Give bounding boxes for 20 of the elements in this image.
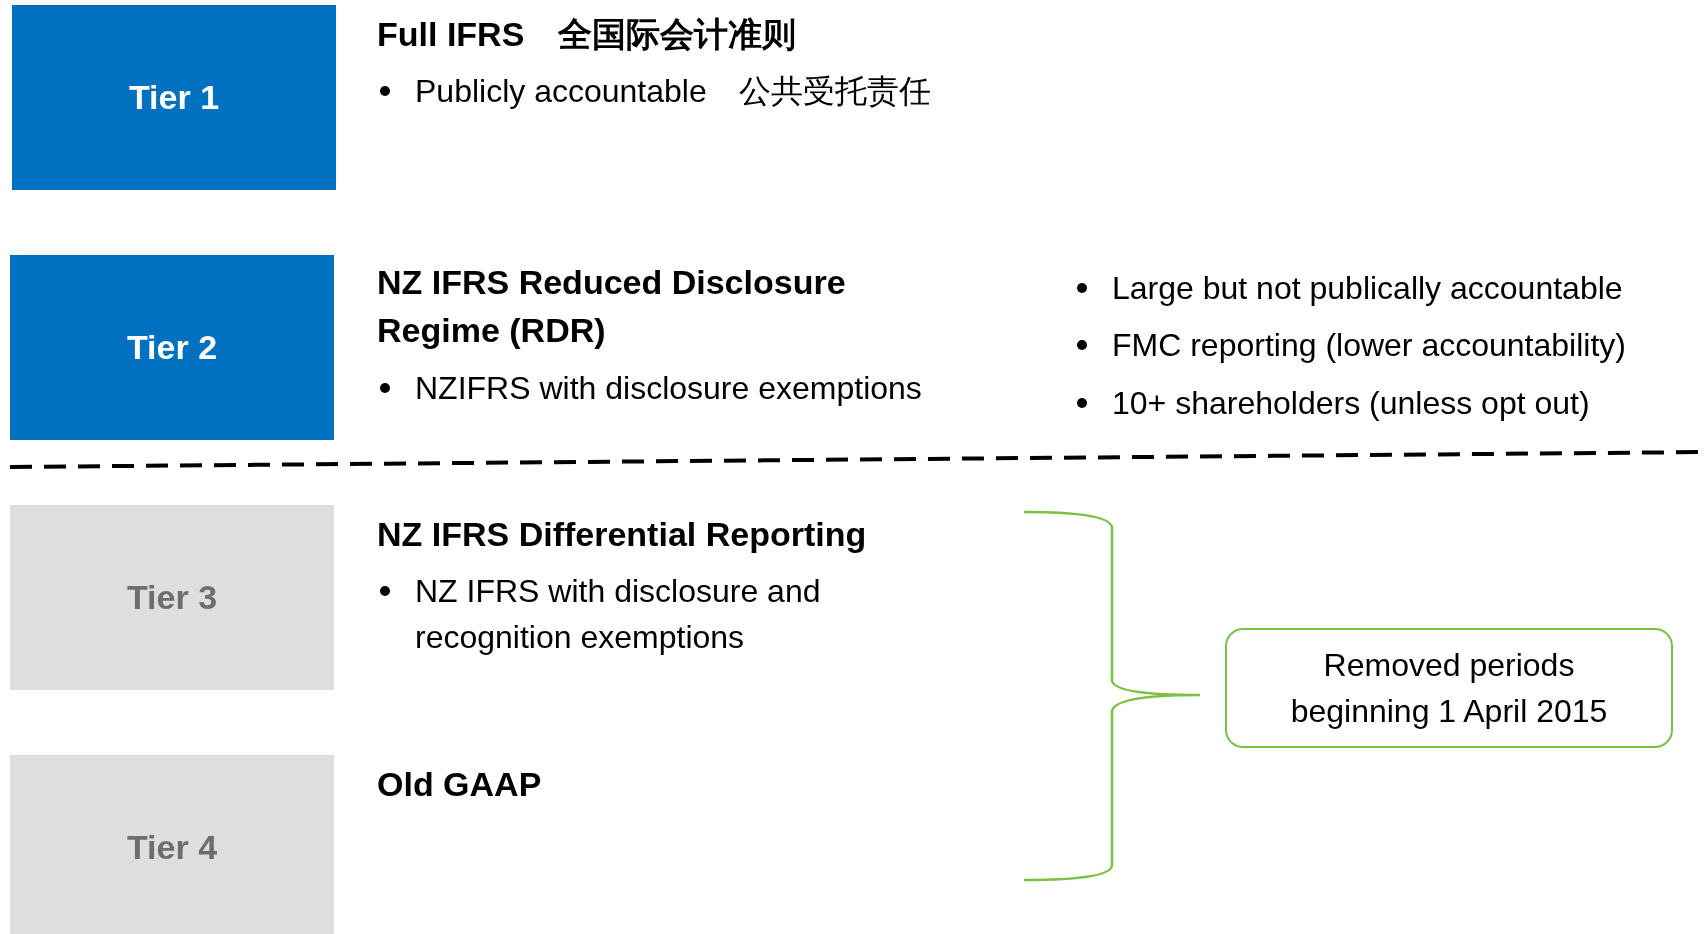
- bullet-item: FMC reporting (lower accountability): [1112, 326, 1627, 365]
- bullet-item: Publicly accountable 公共受托责任: [415, 72, 932, 111]
- tier-heading: NZ IFRS Differential Reporting: [377, 514, 868, 555]
- tier-heading: NZ IFRS Reduced Disclosure Regime (RDR): [377, 262, 847, 351]
- tier-box: [12, 5, 336, 190]
- tier-label: Tier 2: [126, 328, 218, 367]
- tier-box: [10, 255, 334, 440]
- tier-box: [10, 755, 334, 934]
- tier-label: Tier 1: [128, 78, 220, 117]
- note-text: Removed periods beginning 1 April 2015: [1289, 646, 1609, 731]
- tier-label: Tier 3: [126, 578, 218, 617]
- bullet-item: Large but not publically accountable: [1112, 269, 1624, 308]
- tier-heading: Old GAAP: [377, 764, 543, 805]
- tier-heading: Full IFRS 全国际会计准则: [377, 14, 798, 55]
- tier-label: Tier 4: [126, 828, 218, 867]
- note-box: [1225, 628, 1673, 748]
- bullet-item: 10+ shareholders (unless opt out): [1112, 384, 1591, 423]
- bullet-item: NZIFRS with disclosure exemptions: [415, 369, 923, 408]
- bullet-item: NZ IFRS with disclosure and recognition exemptions: [415, 572, 822, 657]
- tier-box: [10, 505, 334, 690]
